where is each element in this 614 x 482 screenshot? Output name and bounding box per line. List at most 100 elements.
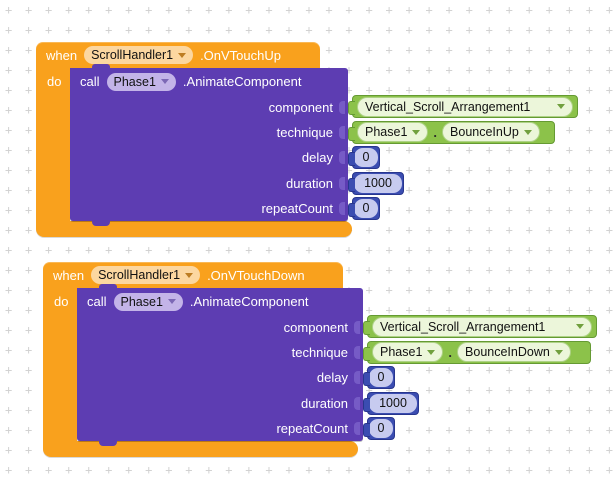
event-component-dropdown[interactable]: ScrollHandler1	[91, 266, 201, 284]
repeatcount-value[interactable]: 0	[369, 419, 393, 438]
technique-separator: .	[448, 344, 453, 360]
event-block-header[interactable]: when ScrollHandler1 .OnVTouchDown	[43, 262, 343, 288]
component-value-block[interactable]: Vertical_Scroll_Arrangement1	[348, 95, 578, 118]
technique-option-dropdown[interactable]: BounceInDown	[457, 342, 571, 362]
event-component-dropdown-label: ScrollHandler1	[91, 48, 174, 62]
call-row: call Phase1 .AnimateComponent	[70, 68, 348, 95]
call-component-dropdown-label: Phase1	[113, 74, 156, 89]
component-value-label: Vertical_Scroll_Arrangement1	[380, 319, 546, 334]
param-label-technique: technique	[276, 125, 333, 141]
dropdown-arrow-icon	[557, 104, 565, 109]
socket	[354, 421, 360, 435]
param-row: delay	[70, 145, 348, 170]
socket	[339, 201, 345, 215]
socket	[339, 176, 345, 190]
param-label-repeatcount: repeatCount	[276, 420, 348, 436]
technique-component-label: Phase1	[380, 345, 423, 359]
component-value-dropdown[interactable]: Vertical_Scroll_Arrangement1	[357, 96, 573, 117]
param-row: component	[77, 315, 363, 340]
repeatcount-number-block[interactable]: 0	[348, 197, 380, 220]
socket	[339, 101, 345, 115]
technique-option-dropdown[interactable]: BounceInUp	[442, 122, 540, 142]
delay-number-block[interactable]: 0	[363, 366, 395, 389]
param-row: repeatCount	[70, 196, 348, 221]
technique-value-block[interactable]: Phase1 . BounceInDown	[363, 340, 591, 364]
block-top-plug	[99, 284, 117, 289]
technique-separator: .	[433, 124, 438, 140]
do-label: do	[54, 294, 69, 309]
delay-number-block[interactable]: 0	[348, 146, 380, 169]
param-row: repeatCount	[77, 416, 363, 441]
event-component-dropdown[interactable]: ScrollHandler1	[84, 46, 194, 64]
param-row: technique	[70, 120, 348, 145]
duration-value[interactable]: 1000	[369, 393, 417, 413]
block-bottom-tab	[92, 220, 110, 226]
event-block-footer	[43, 441, 358, 457]
do-slot	[43, 288, 77, 441]
event-block-footer	[36, 221, 352, 237]
param-label-delay: delay	[316, 370, 348, 386]
event-name: .OnVTouchUp	[200, 47, 281, 63]
call-block[interactable]: call Phase1 .AnimateComponent component …	[70, 64, 348, 226]
call-label: call	[80, 74, 100, 89]
param-label-duration: duration	[301, 395, 348, 411]
param-row: duration	[70, 171, 348, 196]
method-name: .AnimateComponent	[189, 294, 309, 309]
param-label-component: component	[268, 100, 333, 116]
call-row: call Phase1 .AnimateComponent	[77, 288, 363, 315]
param-row: delay	[77, 365, 363, 390]
event-block-onvtouchup[interactable]: when ScrollHandler1 .OnVTouchUp do call …	[36, 42, 614, 242]
repeatcount-number-block[interactable]: 0	[363, 417, 395, 440]
dropdown-arrow-icon	[427, 349, 436, 355]
delay-value[interactable]: 0	[354, 148, 378, 167]
component-value-dropdown[interactable]: Vertical_Scroll_Arrangement1	[372, 316, 592, 337]
event-block-header[interactable]: when ScrollHandler1 .OnVTouchUp	[36, 42, 320, 68]
repeatcount-value[interactable]: 0	[354, 199, 378, 218]
when-label: when	[53, 267, 85, 283]
method-name: .AnimateComponent	[182, 74, 302, 89]
technique-option-label: BounceInUp	[450, 125, 519, 139]
param-label-repeatcount: repeatCount	[261, 200, 333, 216]
param-label-delay: delay	[301, 150, 333, 166]
call-block[interactable]: call Phase1 .AnimateComponent component …	[77, 284, 363, 446]
dropdown-arrow-icon	[554, 349, 563, 355]
event-block-onvtouchdown[interactable]: when ScrollHandler1 .OnVTouchDown do cal…	[43, 262, 614, 462]
param-row: component	[70, 95, 348, 120]
technique-value-block[interactable]: Phase1 . BounceInUp	[348, 120, 555, 144]
do-label: do	[47, 74, 62, 89]
dropdown-arrow-icon	[523, 129, 532, 135]
param-row: technique	[77, 340, 363, 365]
call-component-dropdown-label: Phase1	[120, 294, 163, 309]
socket	[354, 321, 360, 335]
technique-component-dropdown[interactable]: Phase1	[372, 342, 444, 362]
call-component-dropdown[interactable]: Phase1	[106, 72, 176, 91]
event-name: .OnVTouchDown	[207, 267, 305, 283]
delay-value[interactable]: 0	[369, 368, 393, 387]
socket	[354, 346, 360, 360]
socket	[339, 151, 345, 165]
do-slot	[36, 68, 70, 221]
socket	[354, 396, 360, 410]
dropdown-arrow-icon	[412, 129, 421, 135]
socket	[354, 371, 360, 385]
technique-option-label: BounceInDown	[465, 345, 550, 359]
dropdown-arrow-icon	[160, 79, 169, 84]
param-label-component: component	[283, 320, 348, 336]
dropdown-arrow-icon	[576, 324, 584, 329]
call-label: call	[87, 294, 107, 309]
technique-component-label: Phase1	[365, 125, 408, 139]
block-bottom-tab	[99, 440, 117, 446]
param-label-technique: technique	[291, 345, 348, 361]
component-value-label: Vertical_Scroll_Arrangement1	[365, 99, 531, 114]
technique-component-dropdown[interactable]: Phase1	[357, 122, 429, 142]
duration-number-block[interactable]: 1000	[348, 171, 404, 195]
dropdown-arrow-icon	[178, 52, 187, 58]
duration-value[interactable]: 1000	[354, 173, 402, 193]
param-label-duration: duration	[286, 175, 333, 191]
component-value-block[interactable]: Vertical_Scroll_Arrangement1	[363, 315, 597, 338]
duration-number-block[interactable]: 1000	[363, 391, 419, 415]
param-row: duration	[77, 391, 363, 416]
call-component-dropdown[interactable]: Phase1	[113, 292, 183, 311]
dropdown-arrow-icon	[167, 299, 176, 304]
